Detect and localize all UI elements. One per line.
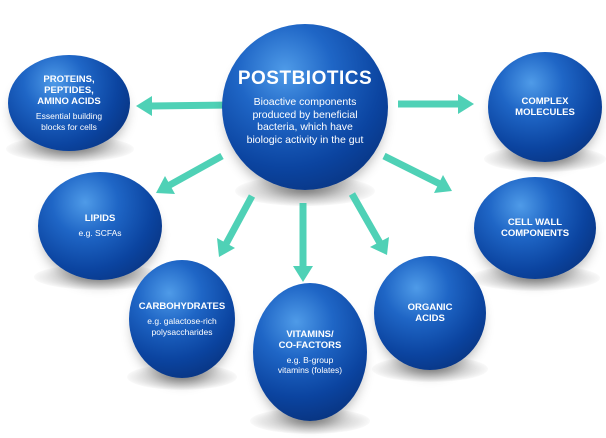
node-title-line: COMPONENTS [500,228,570,239]
arrow-shaft [382,152,442,188]
arrow-shaft [222,194,256,246]
node-organic-acids: ORGANIC ACIDS [374,256,486,370]
node-subtitle-line: e.g. SCFAs [78,228,122,239]
node-subtitle-line: e.g. B-group [286,354,334,365]
arrow-head [434,175,452,193]
node-carbohydrates: CARBOHYDRATES e.g. galactose-rich polysa… [129,260,235,378]
node-vitamins: VITAMINS/ CO-FACTORS e.g. B-group vitami… [253,283,367,421]
node-subtitle-line: polysaccharides [151,326,213,337]
arrow-head [293,266,313,282]
node-title-line: PROTEINS, [43,74,95,85]
node-subtitle: e.g. B-group vitamins (folates) [278,355,342,376]
node-title-line: MOLECULES [515,107,575,118]
node-title-line: ACIDS [415,313,445,324]
node-title-line: ORGANIC [407,302,453,313]
arrow-shaft [166,152,224,190]
node-title-line: AMINO ACIDS [37,96,101,107]
node-title-line: PEPTIDES, [44,85,94,96]
node-title-line: CO-FACTORS [278,339,342,351]
node-title-line: VITAMINS/ [286,328,334,340]
arrow-head [458,94,474,114]
node-subtitle-line: blocks for cells [41,121,97,132]
center-description-line: bacteria, which have [257,121,353,133]
arrow-shaft [348,192,384,245]
arrow-shaft [149,101,233,110]
node-title-line: COMPLEX [521,96,569,107]
node-proteins: PROTEINS, PEPTIDES, AMINO ACIDS Essentia… [8,55,130,151]
node-cell-wall-components: CELL WALL COMPONENTS [474,177,596,279]
center-description-line: produced by beneficial [252,108,358,121]
node-title-line: CARBOHYDRATES [138,301,226,312]
arrow-head [217,238,235,257]
node-subtitle: e.g. galactose-rich polysaccharides [147,316,216,337]
node-subtitle-line: Essential building [35,111,103,121]
arrow-head [370,237,389,255]
center-description: Bioactive components produced by benefic… [247,96,364,146]
center-sphere-postbiotics: POSTBIOTICS Bioactive components produce… [222,24,388,190]
node-subtitle-line: vitamins (folates) [277,365,343,375]
center-description-line: biologic activity in the gut [246,133,364,146]
node-title: PROTEINS, PEPTIDES, AMINO ACIDS [37,74,101,107]
node-subtitle-line: e.g. galactose-rich [147,316,217,326]
arrow-head [156,176,175,194]
node-lipids: LIPIDS e.g. SCFAs [38,172,162,280]
node-title-line: CELL WALL [507,217,563,228]
node-subtitle: e.g. SCFAs [79,228,122,239]
center-description-line: Bioactive components [253,96,357,108]
node-title: VITAMINS/ CO-FACTORS [279,329,342,351]
node-subtitle: Essential building blocks for cells [36,111,102,132]
node-complex-molecules: COMPLEX MOLECULES [488,52,602,162]
center-title: POSTBIOTICS [237,68,373,89]
node-title-line: LIPIDS [84,213,116,225]
arrow-head [136,96,152,116]
